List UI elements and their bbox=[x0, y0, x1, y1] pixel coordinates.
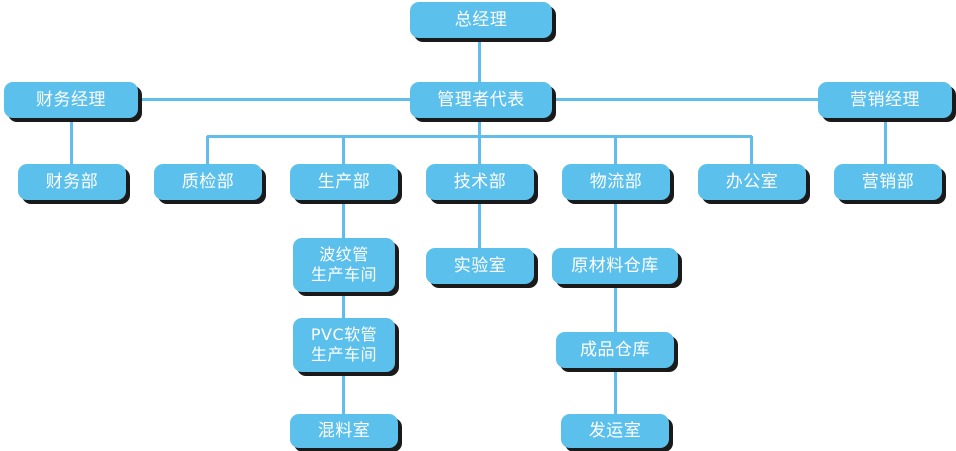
node-log_dept[interactable]: 物流部 bbox=[562, 164, 670, 200]
connector-mgmt-right-to-mktmgr bbox=[552, 97, 818, 101]
connector-bus-drop-office bbox=[749, 136, 753, 164]
node-mkt_dept[interactable]: 营销部 bbox=[834, 164, 942, 200]
connector-corr-down bbox=[341, 292, 345, 318]
node-qc_dept[interactable]: 质检部 bbox=[154, 164, 262, 200]
connector-finmgr-down bbox=[69, 118, 73, 164]
connector-bus-drop-prod bbox=[341, 136, 345, 164]
node-office[interactable]: 办公室 bbox=[698, 164, 806, 200]
node-tech_dept[interactable]: 技术部 bbox=[426, 164, 534, 200]
node-fin_dept[interactable]: 财务部 bbox=[18, 164, 126, 200]
node-fin_wh[interactable]: 成品仓库 bbox=[556, 332, 674, 368]
node-raw_wh[interactable]: 原材料仓库 bbox=[552, 248, 678, 284]
connector-prod-down bbox=[341, 200, 345, 238]
node-prod_dept[interactable]: 生产部 bbox=[290, 164, 398, 200]
connector-mktmgr-down bbox=[883, 118, 887, 164]
connector-bus-drop-log bbox=[613, 136, 617, 164]
node-lab[interactable]: 实验室 bbox=[426, 248, 534, 284]
node-corr_shop[interactable]: 波纹管 生产车间 bbox=[293, 238, 395, 292]
connector-mgmt-left-to-finmgr bbox=[138, 97, 410, 101]
connector-bus-drop-qc bbox=[205, 136, 209, 164]
node-gm[interactable]: 总经理 bbox=[410, 2, 552, 38]
connector-fin-wh-down bbox=[613, 368, 617, 414]
connector-gm-down bbox=[478, 38, 481, 82]
node-mkt_mgr[interactable]: 营销经理 bbox=[818, 82, 952, 118]
node-mgmt_rep[interactable]: 管理者代表 bbox=[410, 82, 552, 118]
node-mix_room[interactable]: 混料室 bbox=[290, 414, 398, 448]
node-ship_room[interactable]: 发运室 bbox=[561, 414, 669, 448]
connector-raw-down bbox=[613, 284, 617, 332]
connector-pvc-down bbox=[341, 372, 345, 414]
connector-tech-down bbox=[478, 200, 481, 248]
connector-bus-drop-tech bbox=[478, 136, 481, 164]
node-pvc_shop[interactable]: PVC软管 生产车间 bbox=[293, 318, 395, 372]
connector-log-down bbox=[613, 200, 617, 248]
node-fin_mgr[interactable]: 财务经理 bbox=[4, 82, 138, 118]
